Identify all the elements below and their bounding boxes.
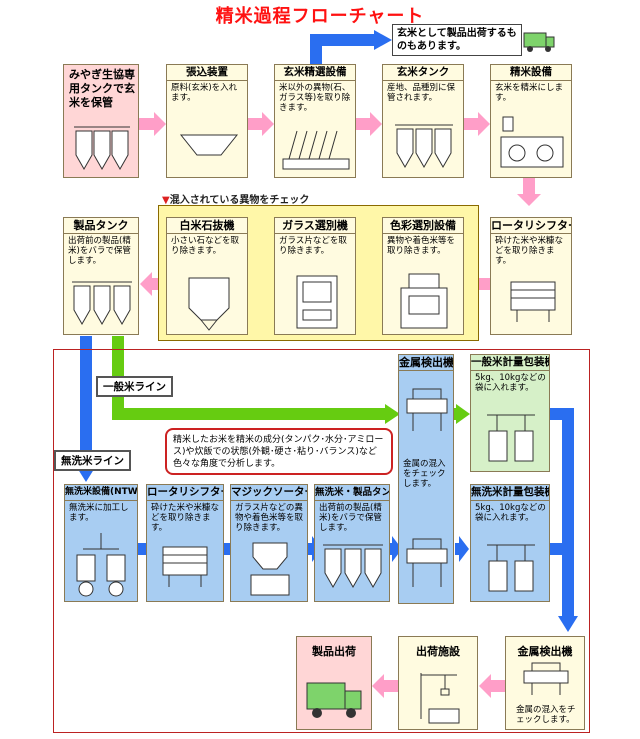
tank-icon [395, 124, 453, 169]
product-tank-desc: 出荷前の製品(精米)をバラで保管します。 [68, 236, 131, 266]
brown-rice-cleaning-desc: 米以外の異物(石、ガラス等)を取り除きます。 [279, 83, 351, 113]
metal-detector-2-desc: 金属の混入をチェックします。 [516, 705, 576, 725]
metal-detector-icon [523, 662, 569, 695]
analysis-note: 精米したお米を精米の成分(タンパク･水分･アミロース)や炊飯での状態(外観･硬さ… [165, 428, 393, 475]
sifter-icon [162, 546, 208, 587]
magic-sorter-box: マジックソーター ガラス片などの異物や着色米等を取り除きます。 [230, 484, 308, 602]
general-line-label: 一般米ライン [96, 376, 173, 397]
rotary-sifter-title: ロータリシフター [491, 219, 571, 234]
brown-rice-cleaning-box: 玄米精選設備 米以外の異物(石、ガラス等)を取り除きます。 [274, 64, 356, 178]
metal-detector-desc: 金属の混入をチェックします。 [403, 459, 446, 489]
hopper-title: 張込装置 [167, 65, 247, 81]
glass-sorter-title: ガラス選別機 [275, 218, 355, 234]
shipping-facility-title: 出荷施設 [416, 645, 460, 658]
color-sorter-title: 色彩選別設備 [383, 218, 463, 234]
rotary-sifter-2-desc: 砕けた米や米糠などを取り除きます。 [151, 503, 220, 533]
hopper-box: 張込装置 原料(玄米)を入れます。 [166, 64, 248, 178]
page-title: 精米過程フローチャート [215, 6, 425, 27]
inspection-label: ▼混入されている異物をチェック [162, 195, 310, 206]
metal-detector-box: 金属検出機 金属の混入をチェックします。 [398, 354, 454, 604]
polishing-desc: 玄米を精米にします。 [495, 83, 564, 103]
musen-packer-title: 無洗米計量包装機 [471, 485, 549, 501]
glass-sorter-box: ガラス選別機 ガラス片などを取り除きます。 [274, 217, 356, 335]
brown-rice-shipping-callout: 玄米として製品出荷するものもあります。 [392, 24, 522, 56]
ntwp-box: 無洗米設備(NTWP) 無洗米に加工します。 [64, 484, 138, 602]
hopper-icon [179, 134, 239, 156]
product-tank-title: 製品タンク [64, 218, 138, 234]
ntwp-machine-icon [76, 533, 126, 597]
glass-sorter-desc: ガラス片などを取り除きます。 [279, 236, 347, 256]
rotary-sifter-2-title: ロータリシフター [147, 485, 223, 501]
polishing-title: 精米設備 [491, 65, 571, 81]
metal-detector-title: 金属検出機 [399, 356, 453, 371]
ntwp-desc: 無洗米に加工します。 [69, 503, 129, 523]
storage-tank-box: みやぎ生協専用タンクで玄米を保管 [63, 64, 139, 178]
musen-line-label: 無洗米ライン [54, 450, 131, 471]
ntwp-title: 無洗米設備(NTWP) [65, 485, 137, 501]
general-packer-box: 一般米計量包装機 5kg、10kgなどの袋に入れます。 [470, 354, 550, 472]
metal-detector-icon [406, 538, 448, 587]
metal-detector-icon [406, 388, 448, 431]
tank-icon [74, 126, 130, 171]
stone-remover-desc: 小さい石などを取り除きます。 [171, 236, 240, 256]
hopper-desc: 原料(玄米)を入れます。 [171, 83, 238, 103]
color-sorter-icon [400, 273, 448, 329]
general-packer-desc: 5kg、10kgなどの袋に入れます。 [475, 373, 546, 393]
color-sorter-box: 色彩選別設備 異物や着色米等を取り除きます。 [382, 217, 464, 335]
packer-icon [487, 414, 535, 462]
general-packer-title: 一般米計量包装機 [471, 355, 549, 371]
brown-rice-tank-desc: 産地、品種別に保管されます。 [387, 83, 456, 103]
crane-icon [420, 673, 460, 724]
magic-sorter-desc: ガラス片などの異物や着色米等を取り除きます。 [235, 503, 304, 533]
stone-remover-box: 白米石抜機 小さい石などを取り除きます。 [166, 217, 248, 335]
brown-rice-tank-title: 玄米タンク [383, 65, 463, 81]
musen-tank-box: 無洗米・製品タンク 出荷前の製品(精米)をバラで保管します。 [314, 484, 390, 602]
storage-tank-title: みやぎ生協専用タンクで玄米を保管 [69, 68, 135, 109]
color-sorter-desc: 異物や着色米等を取り除きます。 [387, 236, 456, 256]
shipment-box: 製品出荷 [296, 636, 372, 730]
magic-sorter-title: マジックソーター [231, 485, 307, 501]
sifter-icon [510, 281, 556, 322]
metal-detector-2-box: 金属検出機 金属の混入をチェックします。 [505, 636, 585, 730]
packaging-area-frame [53, 349, 590, 733]
stone-remover-icon [188, 277, 230, 331]
rotary-sifter-2-box: ロータリシフター 砕けた米や米糠などを取り除きます。 [146, 484, 224, 602]
musen-tank-desc: 出荷前の製品(精米)をバラで保管します。 [319, 503, 382, 533]
brown-rice-cleaning-title: 玄米精選設備 [275, 65, 355, 81]
tank-icon [323, 544, 383, 589]
polishing-machine-icon [500, 116, 564, 168]
stone-remover-title: 白米石抜機 [167, 218, 247, 234]
shipment-title: 製品出荷 [312, 645, 356, 658]
rotary-sifter-desc: 砕けた米や米糠などを取り除きます。 [495, 236, 564, 266]
musen-packer-desc: 5kg、10kgなどの袋に入れます。 [475, 503, 546, 523]
cleaning-machine-icon [282, 130, 350, 170]
product-tank-box: 製品タンク 出荷前の製品(精米)をバラで保管します。 [63, 217, 139, 335]
shipping-facility-box: 出荷施設 [398, 636, 478, 730]
brown-rice-tank-box: 玄米タンク 産地、品種別に保管されます。 [382, 64, 464, 178]
metal-detector-2-title: 金属検出機 [517, 645, 573, 658]
packer-icon [487, 544, 535, 592]
tank-icon [72, 281, 132, 326]
musen-tank-title: 無洗米・製品タンク [315, 485, 389, 501]
rotary-sifter-box: ロータリシフター 砕けた米や米糠などを取り除きます。 [490, 217, 572, 335]
polishing-box: 精米設備 玄米を精米にします。 [490, 64, 572, 178]
truck-icon [306, 682, 362, 718]
magic-sorter-icon [250, 542, 290, 596]
musen-packer-box: 無洗米計量包装機 5kg、10kgなどの袋に入れます。 [470, 484, 550, 602]
glass-sorter-icon [296, 275, 338, 329]
